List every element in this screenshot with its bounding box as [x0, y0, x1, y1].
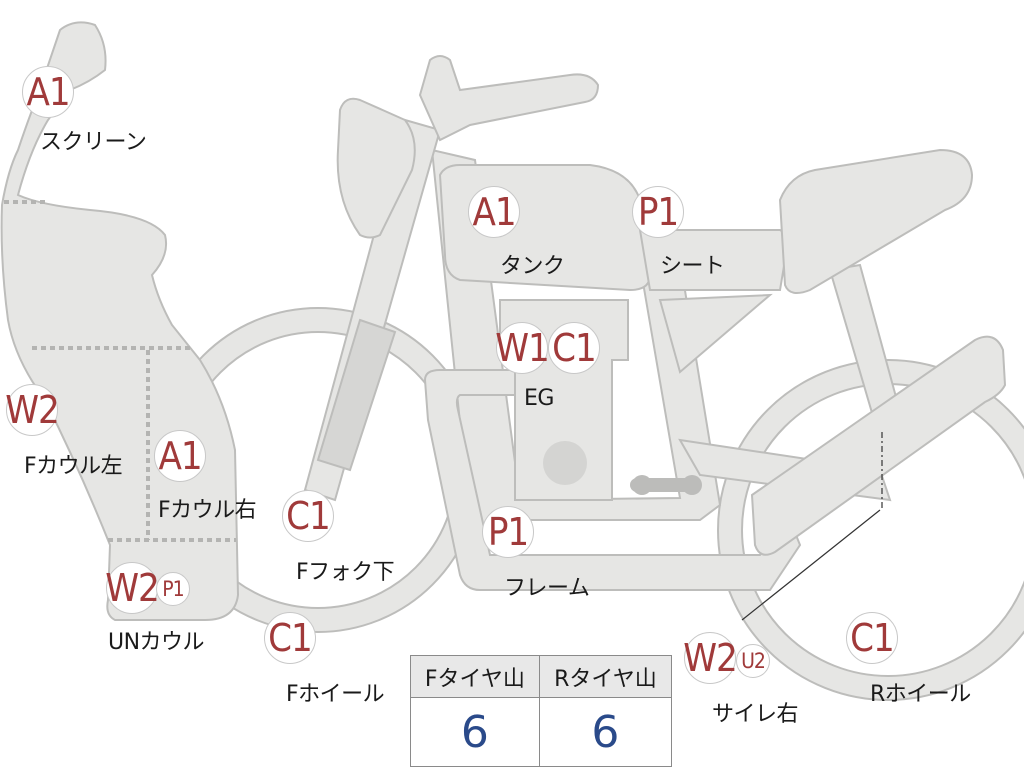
f-cowl-left-label: Fカウル左: [24, 454, 123, 479]
f-wheel-code-badge: C1: [264, 612, 316, 664]
f-cowl-right-label: Fカウル右: [158, 498, 257, 523]
f-fork-lower-label: Fフォク下: [296, 560, 395, 585]
front-tire-value: 6: [410, 697, 540, 767]
f-fork-lower-code-badge: C1: [282, 490, 334, 542]
silencer-right-code-badge-1: W2: [683, 632, 738, 684]
f-wheel-label: Fホイール: [286, 682, 385, 707]
r-wheel-code-badge: C1: [846, 612, 898, 664]
frame-code-badge: P1: [482, 506, 534, 558]
rear-tire-header: Rタイヤ山: [538, 655, 673, 698]
tank-label: タンク: [500, 254, 565, 279]
under-cowl-code-badge-2: P1: [156, 572, 190, 606]
frame-label: フレーム: [504, 576, 590, 601]
r-wheel-label: Rホイール: [870, 682, 971, 707]
tire-tread-table: Fタイヤ山 Rタイヤ山 6 6: [410, 655, 673, 767]
under-cowl-label: UNカウル: [108, 630, 205, 655]
engine-label: EG: [524, 386, 554, 411]
engine-code-badge-2: C1: [548, 322, 600, 374]
silencer-right-label: サイレ右: [712, 702, 799, 727]
screen-label: スクリーン: [40, 130, 147, 155]
tank-code-badge: A1: [468, 186, 520, 238]
f-cowl-right-code-badge: A1: [154, 430, 206, 482]
silencer-shape: [750, 335, 1007, 556]
seat-label: シート: [660, 254, 725, 279]
seat-code-badge: P1: [632, 186, 684, 238]
front-tire-header: Fタイヤ山: [410, 655, 540, 698]
engine-code-badge-1: W1: [495, 322, 550, 374]
under-cowl-code-badge-1: W2: [105, 562, 160, 614]
f-cowl-left-code-badge: W2: [5, 384, 60, 436]
silencer-right-code-badge-2: U2: [736, 644, 770, 678]
screen-code-badge: A1: [22, 66, 74, 118]
rear-tire-value: 6: [538, 697, 673, 767]
